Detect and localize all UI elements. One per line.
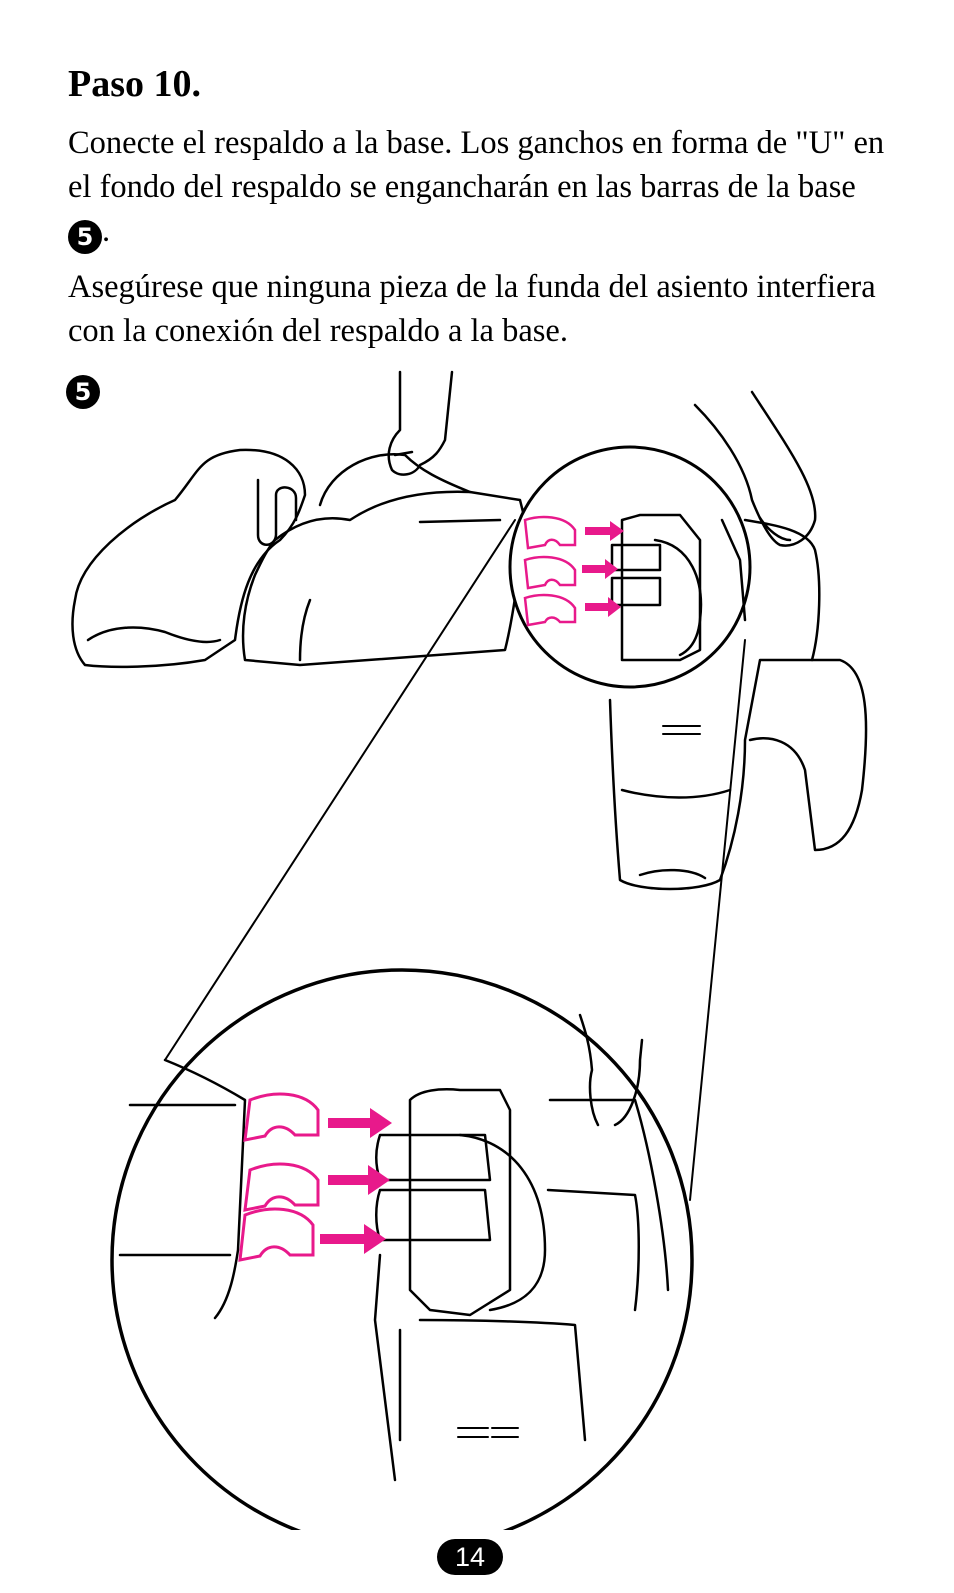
large-hook-highlights (238, 1092, 320, 1262)
large-arrows (320, 1108, 392, 1254)
backrest-drawing (608, 390, 868, 891)
small-arrows (582, 521, 624, 617)
small-zoom-detail (610, 513, 747, 662)
instruction-paragraph-2: Asegúrese que ninguna pieza de la funda … (68, 269, 876, 349)
large-zoom-detail (118, 1013, 670, 1482)
small-hook-highlights (523, 515, 577, 627)
assembly-illustration (71, 370, 868, 1530)
instruction-paragraph-1: Conecte el respaldo a la base. Los ganch… (68, 121, 888, 254)
sentence-end: . (102, 213, 111, 249)
figure-label-badge: 5 (66, 375, 100, 409)
instruction-text: Conecte el respaldo a la base. Los ganch… (68, 125, 885, 205)
page-number: 14 (437, 1539, 503, 1575)
step-title: Paso 10. (68, 63, 201, 105)
figure-ref-badge: 5 (68, 220, 102, 254)
booster-base-drawing (71, 370, 527, 669)
